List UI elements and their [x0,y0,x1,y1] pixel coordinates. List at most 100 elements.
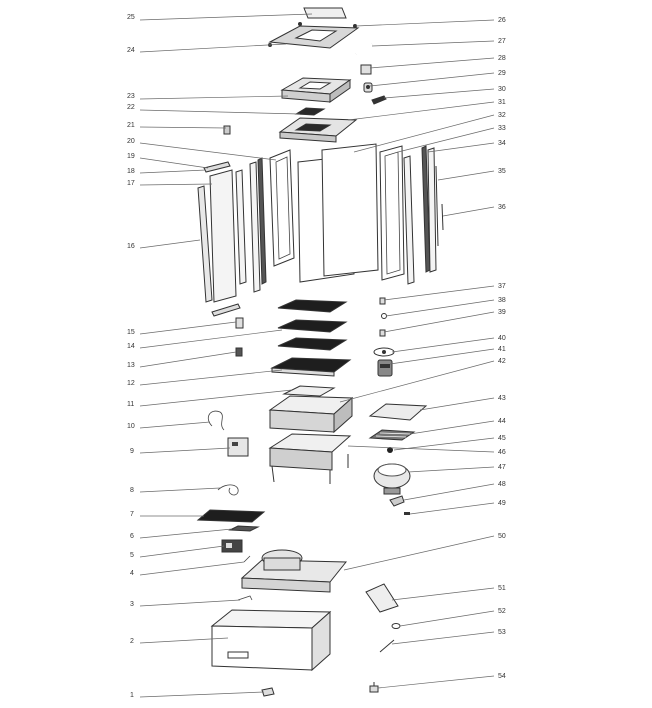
callout-37: 37 [498,283,506,290]
callout-19: 19 [127,153,135,160]
part-41-motor [377,359,393,377]
callout-52: 52 [498,608,506,615]
part-36-rod [441,203,444,231]
part-45-plug [387,447,393,453]
callout-18: 18 [127,168,135,175]
callout-44: 44 [498,418,506,425]
callout-10: 10 [127,423,135,430]
part-24-top-frame [268,22,360,49]
part-shelf-b [277,319,348,333]
part-right-post-a [403,155,415,285]
callout-13: 13 [127,362,135,369]
part-1-foot [261,687,275,697]
callout-33: 33 [498,125,506,132]
part-drawings [196,7,444,697]
part-26-screw [353,24,357,28]
callout-22: 22 [127,104,135,111]
part-39-stud [379,329,386,337]
part-10-cable [207,410,225,431]
part-right-post-c [427,147,437,273]
part-23-housing [280,77,352,103]
part-7-heatsink [196,509,266,523]
part-13-sensor [235,347,243,357]
callout-30: 30 [498,86,506,93]
part-40-fan [373,347,395,357]
callout-36: 36 [498,204,506,211]
callout-35: 35 [498,168,506,175]
callout-38: 38 [498,297,506,304]
callout-1: 1 [130,692,134,699]
part-9-control-box [227,437,249,457]
callout-24: 24 [127,47,135,54]
callout-11: 11 [127,401,134,408]
callout-40: 40 [498,335,506,342]
part-20-door-frame [269,149,295,267]
callout-28: 28 [498,55,506,62]
callout-12: 12 [127,380,135,387]
callout-16: 16 [127,243,135,250]
part-54-foot [369,682,379,693]
callout-41: 41 [498,346,506,353]
part-53-screw [379,639,395,653]
callout-15: 15 [127,329,135,336]
callout-51: 51 [498,585,506,592]
part-2-base-housing [210,609,332,672]
part-48-pipe [389,495,405,507]
callout-50: 50 [498,533,506,540]
callout-20: 20 [127,138,135,145]
part-19-bar [203,161,231,173]
callout-23: 23 [127,93,135,100]
callout-46: 46 [498,449,506,456]
part-43-panel [368,403,428,421]
callout-14: 14 [127,343,135,350]
callout-8: 8 [130,487,134,494]
part-left-post-a [235,169,247,285]
part-42-inner-box [268,395,354,434]
callout-32: 32 [498,112,506,119]
part-left-post-c [257,157,267,285]
part-27-rod [355,43,373,55]
callout-45: 45 [498,435,506,442]
part-52-washer [391,623,401,629]
part-49-clip [404,512,410,515]
part-left-post-b [249,161,261,293]
callout-49: 49 [498,500,506,507]
callouts-left: 25 24 23 22 21 20 19 18 17 16 15 14 13 1… [127,14,135,699]
callout-21: 21 [127,122,135,129]
callout-39: 39 [498,309,506,316]
part-25-top-plate [303,7,347,19]
part-44-evaporator [368,429,416,441]
part-3-clip [237,595,253,601]
part-5-relay-board [221,539,243,553]
part-29-knob [363,82,373,93]
part-34-right-frame [379,145,405,281]
part-51-plate [365,583,399,613]
callout-25: 25 [127,14,135,21]
part-32-tray [278,117,358,143]
callout-53: 53 [498,629,506,636]
part-4-cable [243,555,251,563]
callout-42: 42 [498,358,506,365]
part-14-foot [235,317,244,329]
part-35-rod [435,165,439,247]
part-shelf-a [277,299,348,313]
callout-4: 4 [130,570,134,577]
callout-3: 3 [130,601,134,608]
part-47-compressor [373,463,411,495]
callout-29: 29 [498,70,506,77]
part-12-shelf [270,357,352,377]
part-back-panel [321,143,379,277]
callout-2: 2 [130,638,134,645]
part-22-filter [294,107,326,116]
callout-27: 27 [498,38,506,45]
leader-lines [139,13,495,698]
callout-43: 43 [498,395,506,402]
callout-9: 9 [130,448,134,455]
part-21-clip [223,125,231,135]
part-37-stud [379,297,386,305]
callout-47: 47 [498,464,506,471]
callout-34: 34 [498,140,506,147]
part-30-bracket [371,95,387,105]
part-17-frame-rail [209,169,237,303]
